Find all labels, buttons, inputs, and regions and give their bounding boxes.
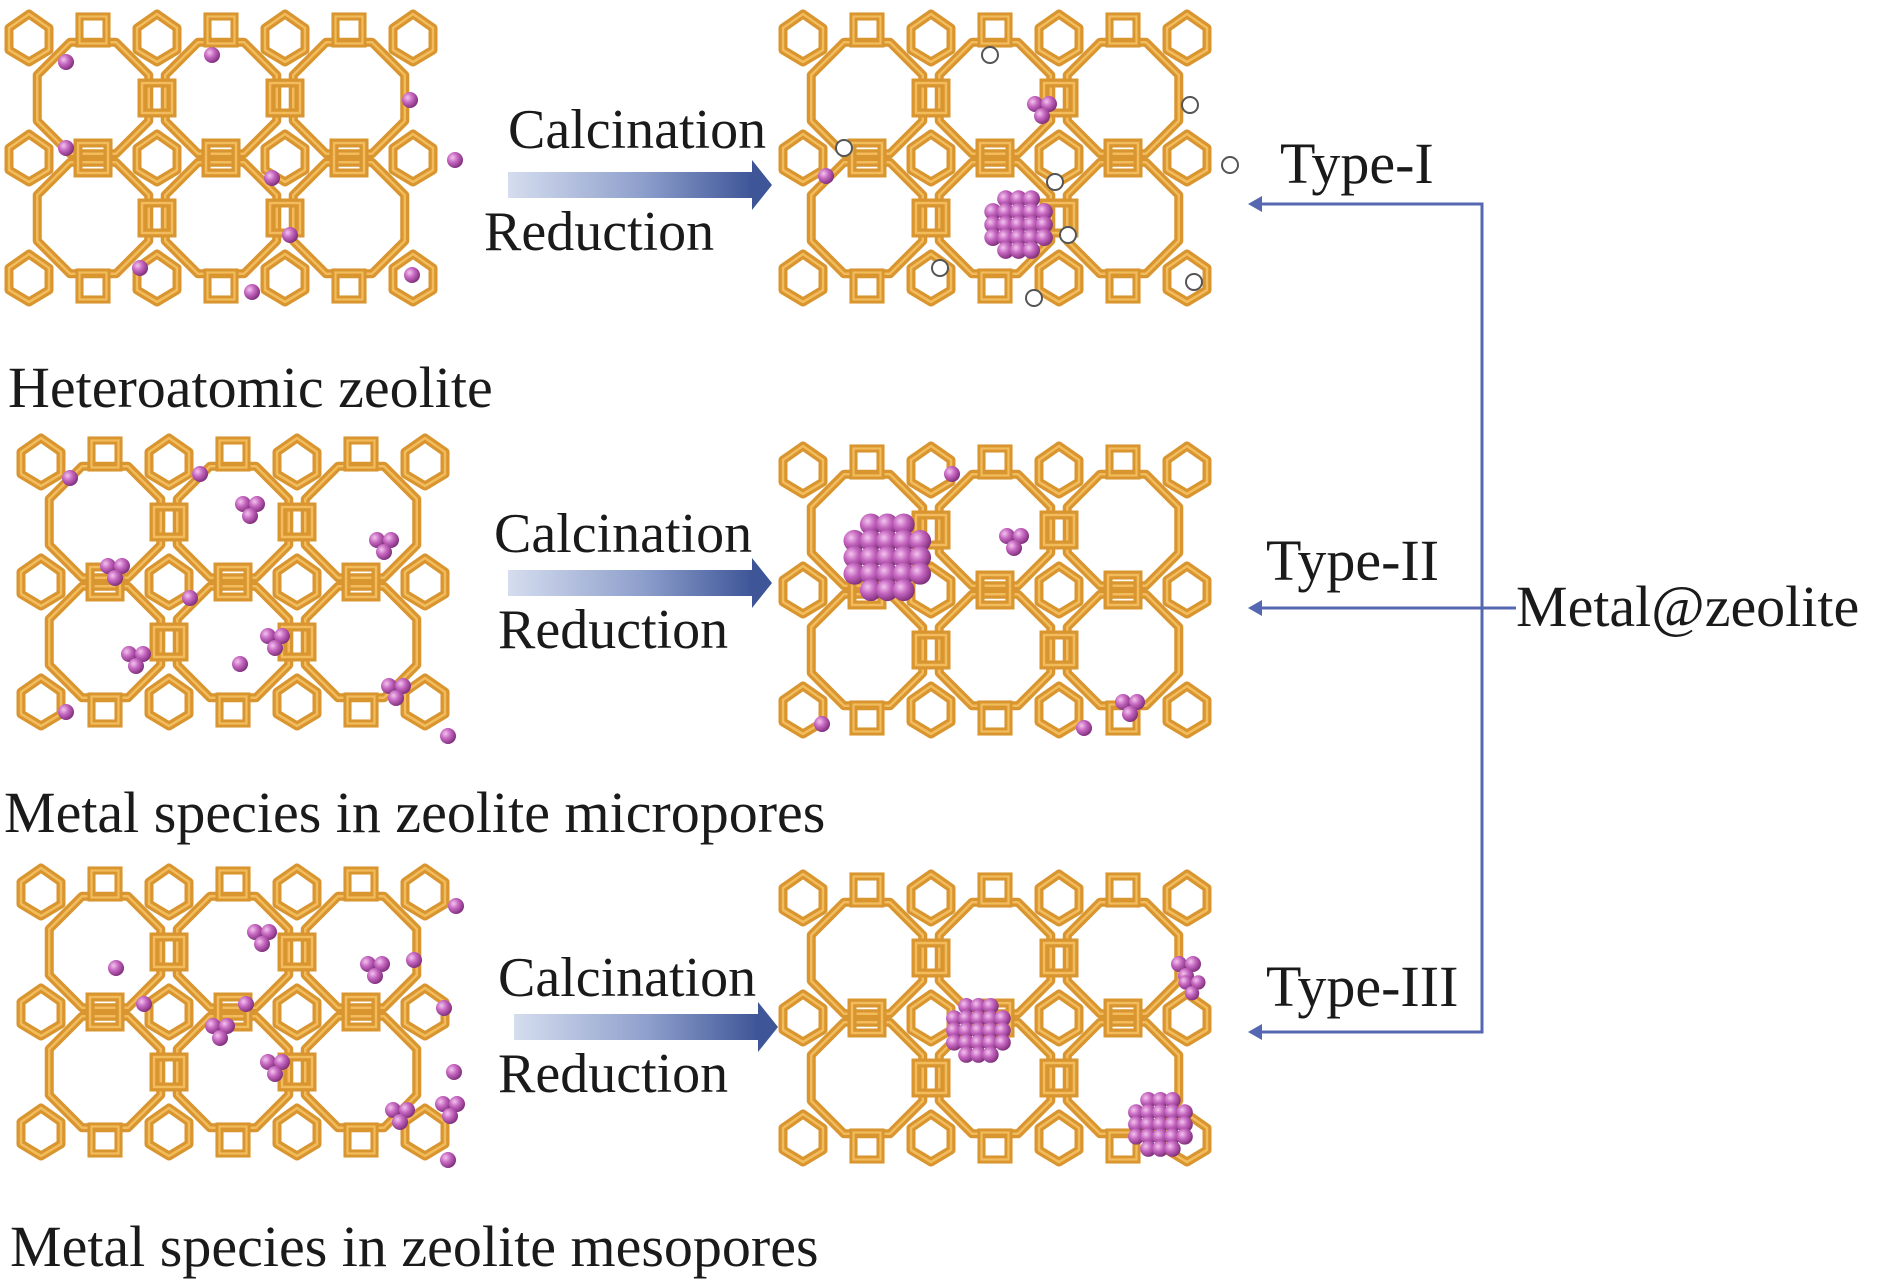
vacancy-site	[1181, 96, 1199, 114]
row-micropores: Calcination Reduction Metal species in z…	[4, 503, 1439, 845]
process-arrow-icon	[514, 1002, 778, 1052]
bracket-connector-icon	[1248, 196, 1516, 1040]
metal-cluster-icon	[984, 190, 1053, 259]
caption-mesopores: Metal species in zeolite mesopores	[10, 1214, 819, 1279]
reduction-label-2: Reduction	[498, 599, 728, 661]
type-i-label: Type-I	[1280, 131, 1434, 196]
vacancy-site	[1046, 173, 1064, 191]
arrowhead-type-iii	[1248, 1024, 1262, 1040]
vacancy-site	[1185, 273, 1203, 291]
calcination-label-2: Calcination	[494, 503, 752, 565]
reduction-label-1: Reduction	[484, 201, 714, 263]
zeolite-framework-icon	[21, 438, 456, 744]
vacancy-site	[931, 259, 949, 277]
process-arrow-icon	[508, 558, 772, 608]
type-ii-label: Type-II	[1266, 528, 1439, 593]
reduction-label-3: Reduction	[498, 1043, 728, 1105]
vacancy-site	[1221, 156, 1239, 174]
metal-cluster-icon	[946, 998, 1011, 1063]
calcination-label-3: Calcination	[498, 947, 756, 1009]
vacancy-site	[1059, 226, 1077, 244]
zeolite-framework-icon	[783, 874, 1207, 1162]
row-heteroatomic: Calcination Reduction Heteroatomic zeoli…	[8, 99, 1434, 420]
root-label-metal-zeolite: Metal@zeolite	[1516, 574, 1859, 639]
caption-micropores: Metal species in zeolite micropores	[4, 780, 825, 845]
zeolite-framework-icon	[21, 868, 465, 1168]
zeolite-framework-icon	[783, 14, 1239, 307]
metal-cluster-icon	[1128, 1092, 1193, 1157]
type-iii-label: Type-III	[1266, 954, 1458, 1019]
calcination-label-1: Calcination	[508, 99, 766, 161]
zeolite-framework-icon	[783, 446, 1207, 736]
zeolite-framework-icon	[9, 14, 463, 302]
row-mesopores: Calcination Reduction Metal species in z…	[10, 947, 1458, 1279]
arrowhead-type-ii	[1248, 600, 1262, 616]
metal-cluster-icon	[843, 513, 932, 602]
caption-heteroatomic: Heteroatomic zeolite	[8, 355, 493, 420]
vacancy-site	[835, 139, 853, 157]
arrowhead-type-i	[1248, 196, 1262, 212]
process-arrow-icon	[508, 160, 772, 210]
vacancy-site	[1025, 289, 1043, 307]
vacancy-site	[981, 46, 999, 64]
